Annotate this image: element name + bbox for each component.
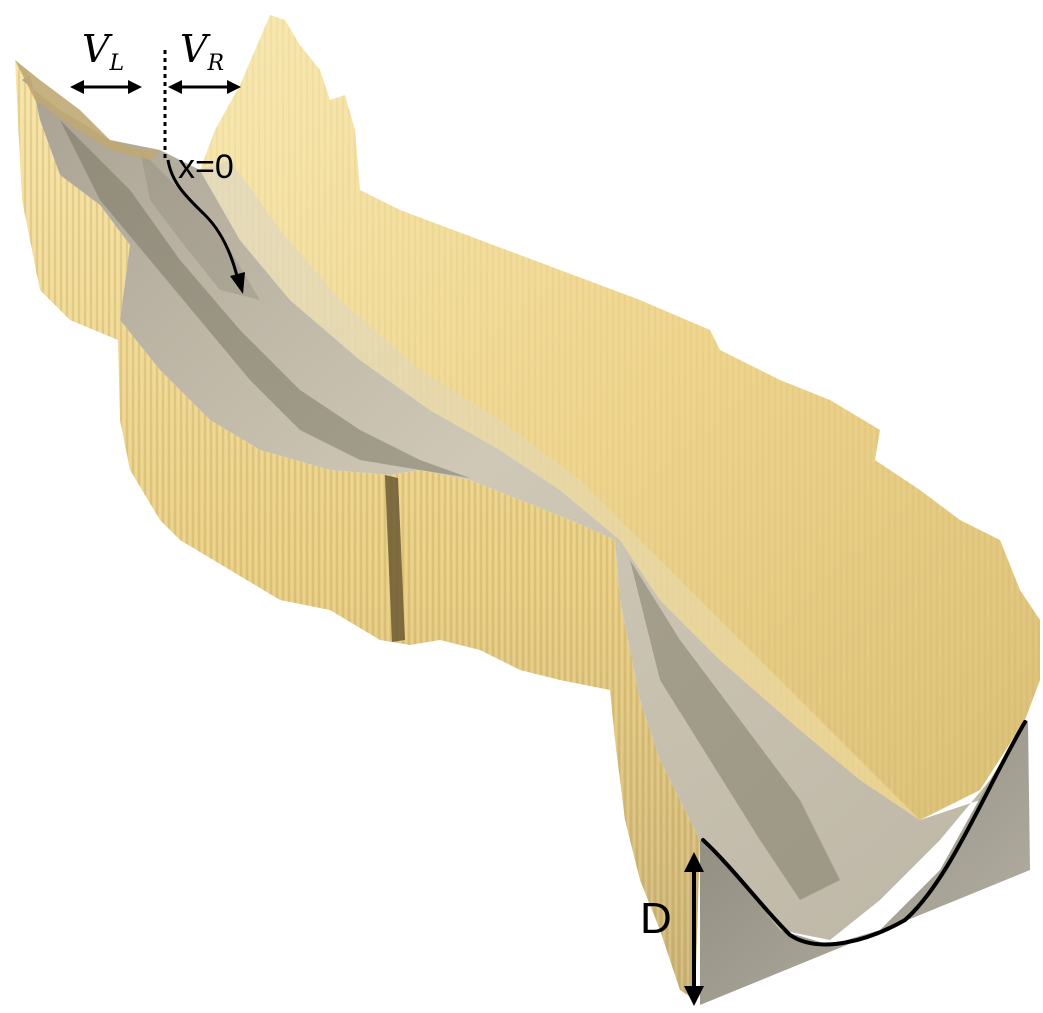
v-left-label: VL [82, 27, 124, 76]
flow-direction-arrow [166, 159, 245, 294]
annotations: VL VR x=0 D [70, 27, 704, 1006]
channel-floor [22, 75, 1028, 940]
x-origin-label: x=0 [178, 148, 234, 186]
depth-arrow [684, 852, 704, 1006]
v-left-arrow [70, 80, 142, 94]
right-bank [200, 15, 1040, 820]
cross-section [700, 720, 1030, 1005]
cross-section-profile [701, 720, 1027, 947]
v-right-label: VR [180, 27, 224, 76]
v-right-arrow [168, 80, 241, 94]
depth-label: D [640, 894, 672, 943]
left-wall [15, 60, 700, 1000]
left-bank [15, 60, 160, 160]
